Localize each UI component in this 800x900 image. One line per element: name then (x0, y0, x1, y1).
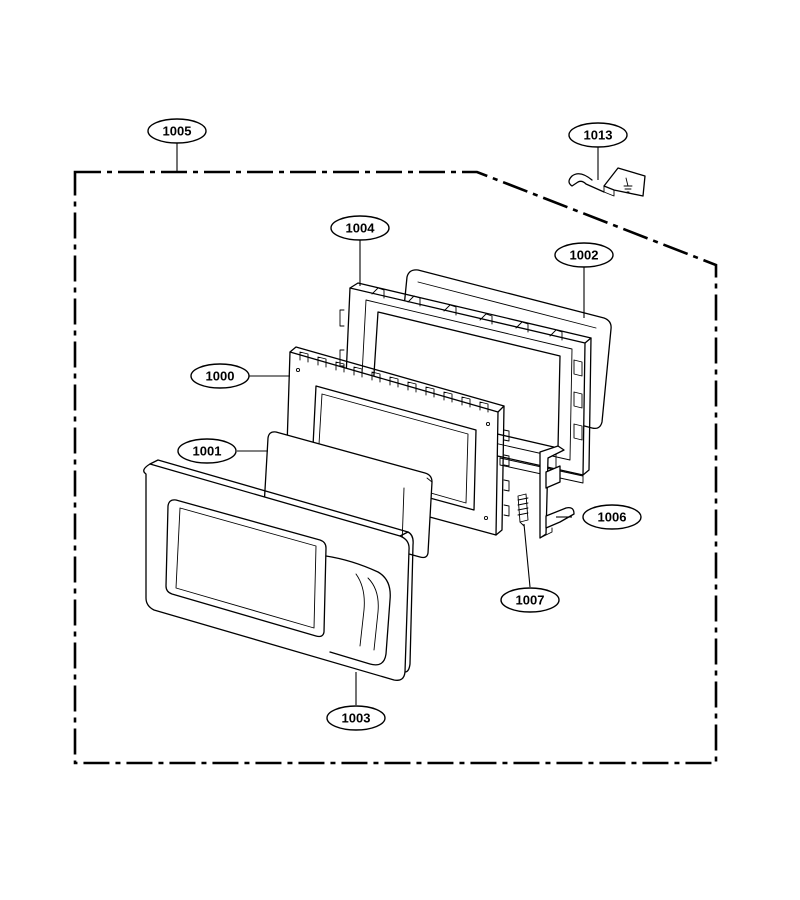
callout-1002: 1002 (554, 242, 614, 268)
ground-symbol-icon (623, 177, 633, 193)
callout-1002-label: 1002 (570, 248, 599, 263)
callout-1013-label: 1013 (584, 128, 613, 143)
part-1003-door-front (143, 459, 414, 681)
callout-1006-label: 1006 (598, 510, 627, 525)
callout-1004: 1004 (330, 215, 390, 241)
callout-1005-label: 1005 (163, 124, 192, 139)
assembly-boundary (73, 170, 718, 765)
callout-1000: 1000 (190, 363, 250, 389)
callout-1004-label: 1004 (346, 221, 376, 236)
callout-1013: 1013 (568, 122, 628, 148)
callout-1007: 1007 (500, 587, 560, 613)
callout-1006: 1006 (582, 504, 642, 530)
callout-1003: 1003 (326, 705, 386, 731)
part-1007-spring (517, 493, 529, 527)
callout-1003-label: 1003 (342, 711, 371, 726)
callout-1007-label: 1007 (516, 593, 545, 608)
part-1006-latch-hook (539, 445, 575, 539)
callout-1005: 1005 (147, 118, 207, 144)
callout-1001: 1001 (177, 438, 237, 464)
callout-1001-label: 1001 (193, 444, 222, 459)
part-1013-ground-clip (568, 167, 646, 197)
callout-1000-label: 1000 (206, 369, 235, 384)
